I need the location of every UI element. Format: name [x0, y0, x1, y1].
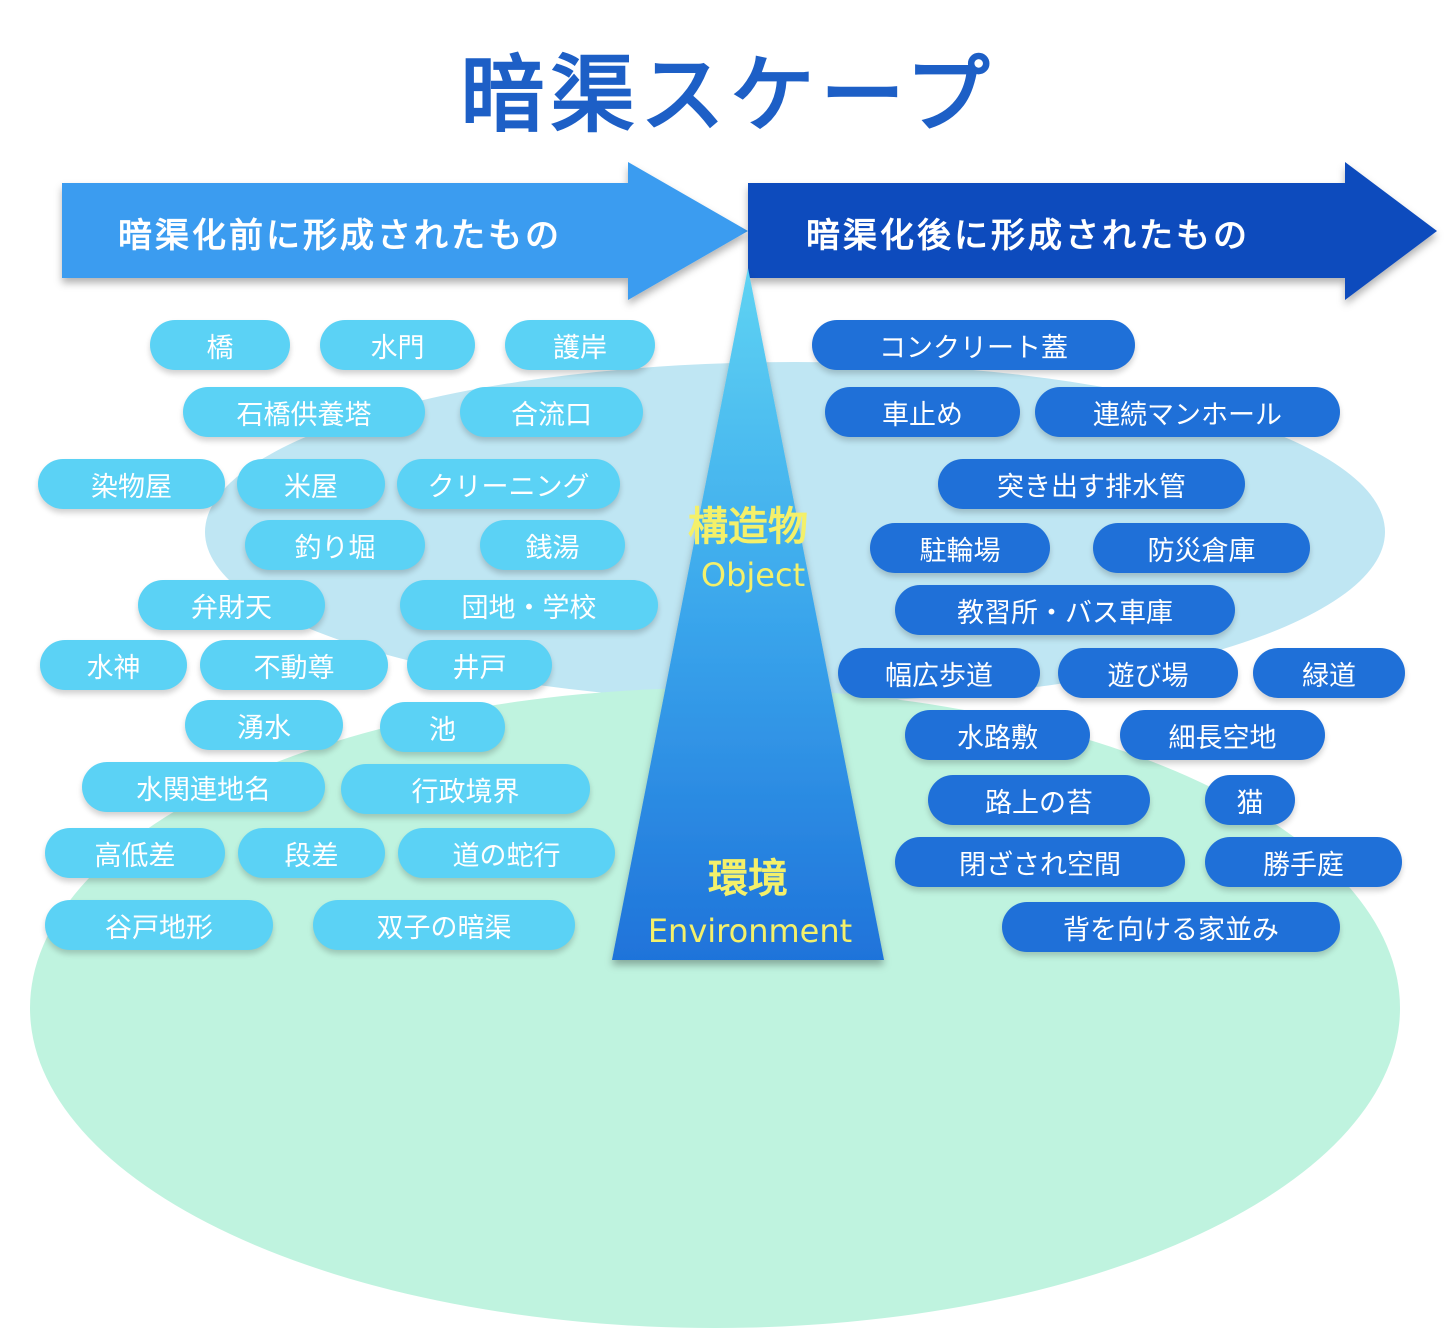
after-arrow-label: 暗渠化後に形成されたもの	[806, 216, 1250, 256]
before-item: 道の蛇行	[398, 828, 615, 878]
before-item: 行政境界	[341, 764, 590, 814]
before-item: 水門	[320, 320, 475, 370]
before-item: 弁財天	[138, 580, 325, 630]
after-item: 幅広歩道	[838, 648, 1040, 698]
after-item: 閉ざされ空間	[895, 837, 1185, 887]
after-item: 細長空地	[1120, 710, 1325, 760]
after-item: 緑道	[1253, 648, 1405, 698]
diagram-shapes	[62, 162, 1437, 960]
before-item: 双子の暗渠	[313, 900, 575, 950]
before-item: 水関連地名	[82, 762, 325, 812]
before-arrow	[62, 162, 748, 300]
before-item: 釣り堀	[245, 520, 425, 570]
before-item: 高低差	[45, 828, 225, 878]
before-item: 池	[380, 702, 505, 752]
after-item: 突き出す排水管	[938, 459, 1245, 509]
object-label-en: Object	[700, 556, 806, 594]
environment-label-en: Environment	[647, 912, 853, 950]
after-item: コンクリート蓋	[812, 320, 1135, 370]
before-item: 護岸	[505, 320, 655, 370]
before-item: 銭湯	[480, 520, 625, 570]
page-title: 暗渠スケープ	[460, 46, 996, 144]
hierarchy-triangle	[612, 268, 884, 960]
after-item: 勝手庭	[1205, 837, 1402, 887]
before-item: 井戸	[407, 640, 552, 690]
before-item: 谷戸地形	[45, 900, 273, 950]
before-item: 染物屋	[38, 459, 225, 509]
environment-label-jp: 環境	[708, 856, 788, 902]
before-item: クリーニング	[397, 459, 620, 509]
after-item: 路上の苔	[928, 775, 1150, 825]
after-item: 遊び場	[1058, 648, 1238, 698]
before-item: 段差	[238, 828, 385, 878]
before-item: 湧水	[185, 700, 343, 750]
before-item: 不動尊	[200, 640, 388, 690]
after-item: 防災倉庫	[1093, 523, 1310, 573]
after-item: 水路敷	[905, 710, 1090, 760]
before-item: 橋	[150, 320, 290, 370]
after-item: 背を向ける家並み	[1002, 902, 1340, 952]
after-arrow	[748, 162, 1437, 300]
after-item: 連続マンホール	[1035, 387, 1340, 437]
object-label-jp: 構造物	[688, 504, 808, 550]
before-item: 団地・学校	[400, 580, 658, 630]
after-item: 猫	[1205, 775, 1295, 825]
after-item: 教習所・バス車庫	[895, 585, 1235, 635]
before-item: 石橋供養塔	[183, 387, 425, 437]
after-item: 駐輪場	[870, 523, 1050, 573]
before-item: 合流口	[460, 387, 643, 437]
before-item: 水神	[40, 640, 187, 690]
before-item: 米屋	[237, 459, 385, 509]
before-arrow-label: 暗渠化前に形成されたもの	[118, 216, 562, 256]
after-item: 車止め	[825, 387, 1020, 437]
